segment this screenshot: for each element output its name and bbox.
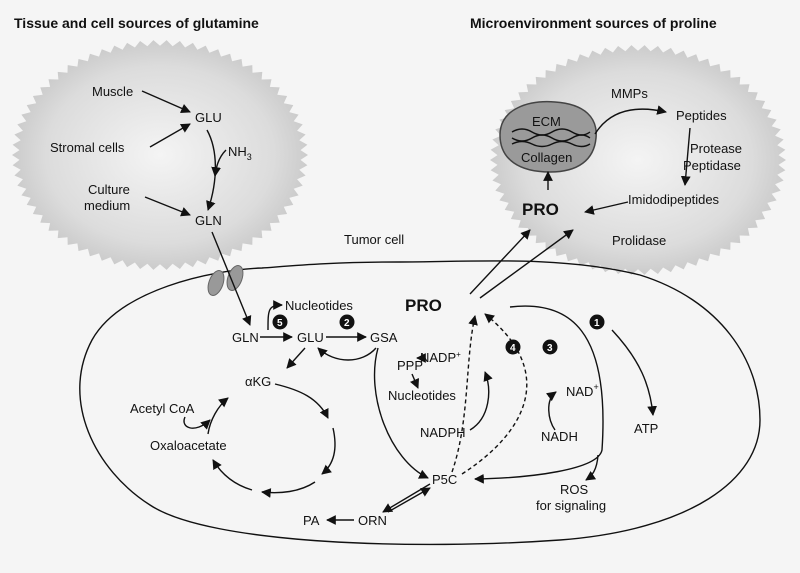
label-peptides: Peptides [676, 108, 727, 123]
label-protease: Protease [690, 141, 742, 156]
arrow-mmps-to-peptides [594, 105, 667, 135]
tca-arrow-4 [212, 459, 253, 491]
tca-arrow-5 [207, 397, 229, 435]
step-marker-3: 3 [542, 339, 558, 355]
label-atp: ATP [634, 421, 658, 436]
label-gln-source: GLN [195, 213, 222, 228]
arrow-to-ros [585, 454, 599, 481]
label-gln: GLN [232, 330, 259, 345]
tca-arrow-1 [274, 383, 329, 419]
collagen-fiber [511, 134, 591, 142]
svg-text:2: 2 [344, 318, 350, 329]
svg-text:1: 1 [594, 318, 600, 329]
proline-sources-heading: Microenvironment sources of proline [470, 15, 717, 31]
arrow-gsa-to-p5c [373, 347, 429, 479]
label-nadph: NADPH [420, 425, 466, 440]
label-nad: NAD+ [566, 382, 599, 399]
label-prolidase: Prolidase [612, 233, 666, 248]
arrow-ppp-to-nucleotides [410, 373, 420, 389]
collagen-fiber [511, 140, 591, 148]
label-ecm: ECM [532, 114, 561, 129]
glutamine-source-cell [12, 40, 308, 270]
arrow-gln-to-nucleotides [267, 300, 283, 331]
arrow-to-atp [611, 329, 657, 416]
label-glu: GLU [297, 330, 324, 345]
label-nadp: NADP+ [420, 350, 461, 365]
label-mmps: MMPs [611, 86, 648, 101]
arrow-glu-to-gln [206, 129, 217, 211]
label-muscle: Muscle [92, 84, 133, 99]
glutamine-sources-heading: Tissue and cell sources of glutamine [14, 15, 259, 31]
glutamine-transporter [207, 270, 225, 296]
label-nadh: NADH [541, 429, 578, 444]
svg-text:4: 4 [510, 343, 516, 354]
arrow-imido-to-pro [584, 201, 629, 215]
label-pro-extracellular: PRO [522, 200, 559, 219]
label-ros: ROS [560, 482, 589, 497]
arrow-p5c-to-pro-nadph [451, 315, 478, 473]
step-marker-2: 2 [339, 314, 355, 330]
arrow-p5c-to-orn [382, 483, 431, 513]
label-orn: ORN [358, 513, 387, 528]
arrow-gln-import [211, 231, 252, 326]
collagen-fiber [511, 128, 591, 136]
label-peptidase: Peptidase [683, 158, 741, 173]
arrow-stromal-to-glu [149, 123, 191, 148]
arrow-nadph-to-nadp [469, 371, 493, 431]
arrow-pro-to-p5c-pathway1 [474, 305, 604, 484]
label-ros-for-signaling: for signaling [536, 498, 606, 513]
label-medium: medium [84, 198, 130, 213]
arrow-p5c-to-pro-nadh [461, 313, 528, 475]
label-p5c: P5C [432, 472, 457, 487]
arrow-nh3-in [211, 149, 227, 177]
step-marker-1: 1 [589, 314, 605, 330]
arrow-pro-export [469, 229, 531, 295]
label-oxaloacetate: Oxaloacetate [150, 438, 227, 453]
arrow-culture-to-gln [144, 196, 191, 217]
glutamine-transporter [226, 265, 244, 291]
label-culture: Culture [88, 182, 130, 197]
arrow-muscle-to-glu [141, 90, 191, 113]
label-acetyl-coa: Acetyl CoA [130, 401, 195, 416]
label-nucleotides-mid: Nucleotides [388, 388, 456, 403]
label-nucleotides-top: Nucleotides [285, 298, 353, 313]
arrow-pro-import [479, 229, 574, 299]
tca-arrow-2 [321, 427, 336, 475]
step-marker-4: 4 [505, 339, 521, 355]
label-collagen: Collagen [521, 150, 572, 165]
tumor-cell-membrane [79, 260, 761, 546]
step-marker-5: 5 [272, 314, 288, 330]
ecm-collagen-blob [499, 100, 597, 173]
arrow-gsa-to-glu [317, 347, 377, 361]
label-imidodipeptides: Imidodipeptides [628, 192, 720, 207]
label-stromal-cells: Stromal cells [50, 140, 125, 155]
svg-text:5: 5 [277, 318, 283, 329]
label-pa: PA [303, 513, 320, 528]
arrow-nadh-to-nad [545, 391, 557, 431]
arrow-glu-to-akg [286, 347, 306, 369]
arrow-peptides-to-imidodipeptides [680, 127, 691, 186]
label-nh3: NH3 [228, 144, 252, 162]
tca-arrow-3 [261, 481, 316, 498]
label-tumor-cell: Tumor cell [344, 232, 404, 247]
svg-text:3: 3 [547, 343, 553, 354]
label-gsa: GSA [370, 330, 398, 345]
label-glu-source: GLU [195, 110, 222, 125]
arrow-orn-to-p5c [387, 487, 431, 513]
label-pro-intracellular: PRO [405, 296, 442, 315]
label-akg: αKG [245, 374, 271, 389]
arrow-acetylcoa-to-cycle [183, 416, 211, 430]
